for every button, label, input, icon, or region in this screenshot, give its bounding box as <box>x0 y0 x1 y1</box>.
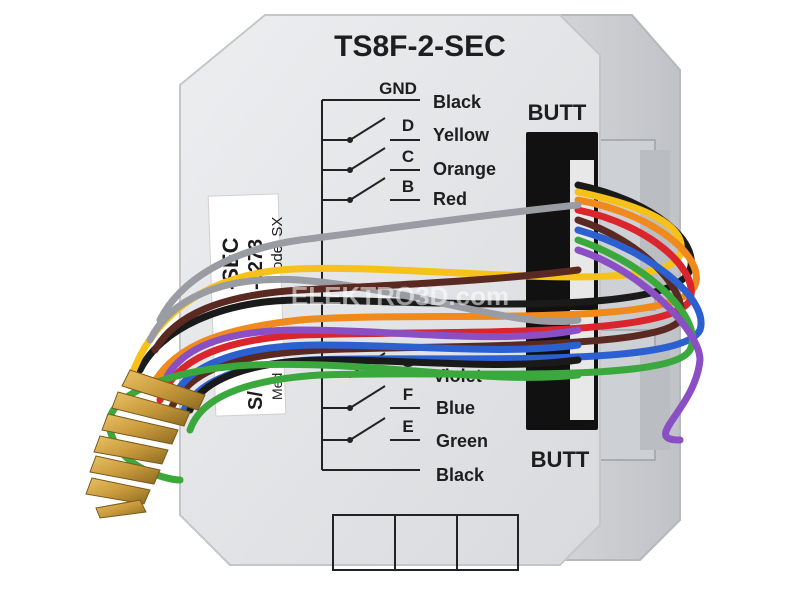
terminal-letter: D <box>402 116 414 135</box>
terminal-letter: B <box>402 177 414 196</box>
watermark: ELEKTRO3D.com <box>291 281 509 311</box>
crimp-pins <box>85 369 206 519</box>
terminal-color: Black <box>436 465 485 485</box>
label-fields <box>332 514 519 571</box>
terminal-color: Yellow <box>433 125 490 145</box>
terminal-letter: F <box>403 385 413 404</box>
terminal-letter: GND <box>379 79 417 98</box>
schematic <box>321 99 420 471</box>
terminal-color: Orange <box>433 159 496 179</box>
terminal-letter: C <box>402 147 414 166</box>
connector-label-top: BUTT <box>528 100 587 125</box>
terminal-color: Green <box>436 431 488 451</box>
sticker-text: S/ <box>245 391 267 410</box>
terminal-color: Red <box>433 189 467 209</box>
model-title: TS8F-2-SEC <box>334 30 506 63</box>
connector-label-bottom: BUTT <box>531 447 590 472</box>
terminal-color: Blue <box>436 398 475 418</box>
terminal-color: Black <box>433 92 482 112</box>
wire-bundle <box>105 181 705 484</box>
terminal-letter: E <box>402 417 413 436</box>
